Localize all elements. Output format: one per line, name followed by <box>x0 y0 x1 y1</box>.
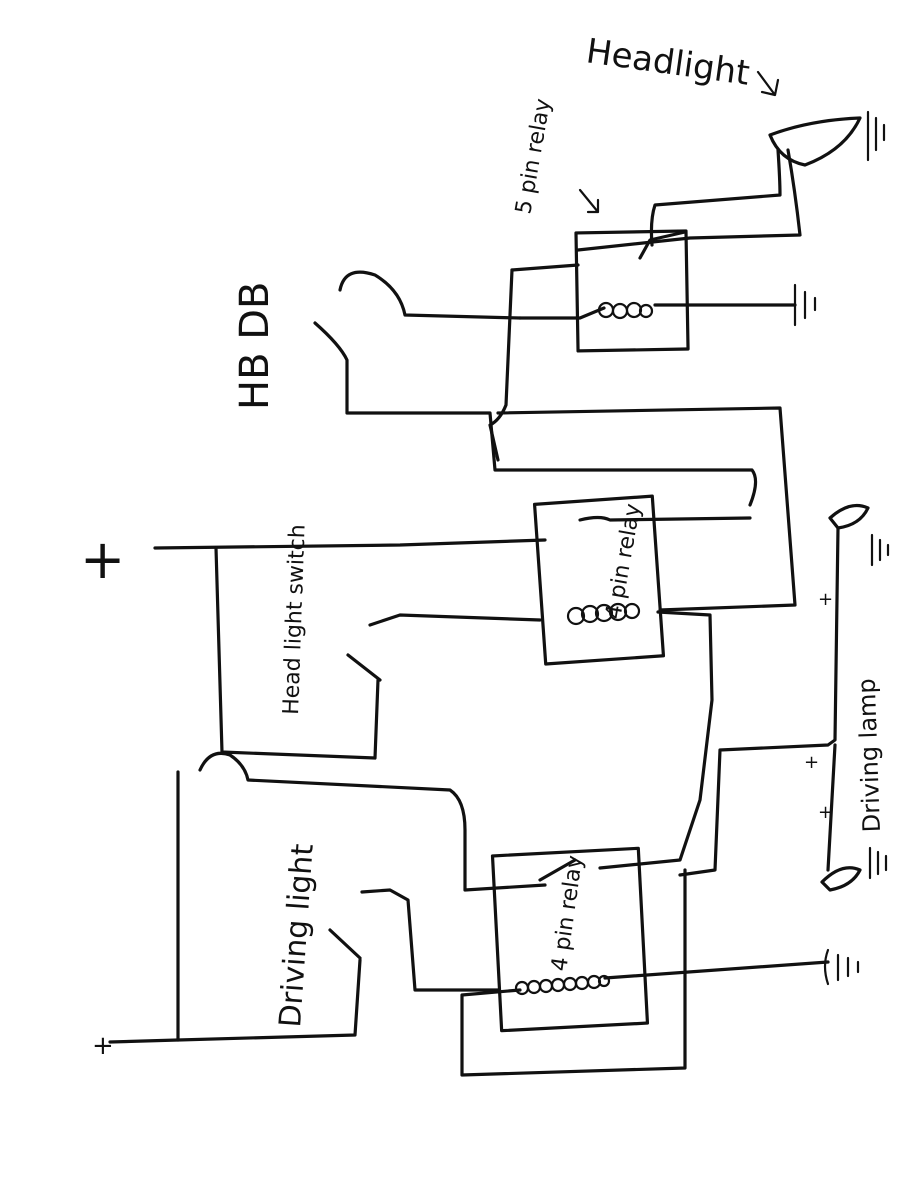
driving-lamp-top-icon <box>828 504 890 567</box>
lamp-plus-3: + <box>818 802 833 823</box>
driving-lamp-bottom-icon <box>820 846 888 892</box>
relay-4pin-top-coil-icon <box>566 602 641 626</box>
relay-5pin-box <box>574 229 690 353</box>
headlight-bulb-icon <box>768 110 886 167</box>
plus-top-label: + <box>80 528 125 591</box>
headlight-label: Headlight <box>584 31 752 93</box>
plus-bottom-label: + <box>92 1031 114 1061</box>
ground-icon-5pin <box>793 283 817 327</box>
ground-icon-bottom-relay <box>823 948 860 986</box>
driving-lamp-label: Driving lamp <box>853 678 886 833</box>
lamp-plus-2: + <box>804 752 819 773</box>
relay-5pin-label: 5 pin relay <box>511 97 556 216</box>
wires <box>108 148 840 1077</box>
relay-4pin-top-box <box>532 494 666 666</box>
relay-4pin-bottom-coil-icon <box>514 974 611 996</box>
driving-light-switch-label: Driving light <box>273 842 321 1028</box>
lamp-plus-1: + <box>818 589 833 610</box>
relay-5pin-arrow <box>578 188 600 214</box>
relay-4pin-bottom-box <box>490 846 650 1033</box>
hi-beam-label: HB DB <box>232 282 278 410</box>
headlight-arrow <box>756 70 780 97</box>
relay-5pin-coil-icon <box>597 301 654 320</box>
headlight-switch-label: Head light switch <box>279 524 311 715</box>
